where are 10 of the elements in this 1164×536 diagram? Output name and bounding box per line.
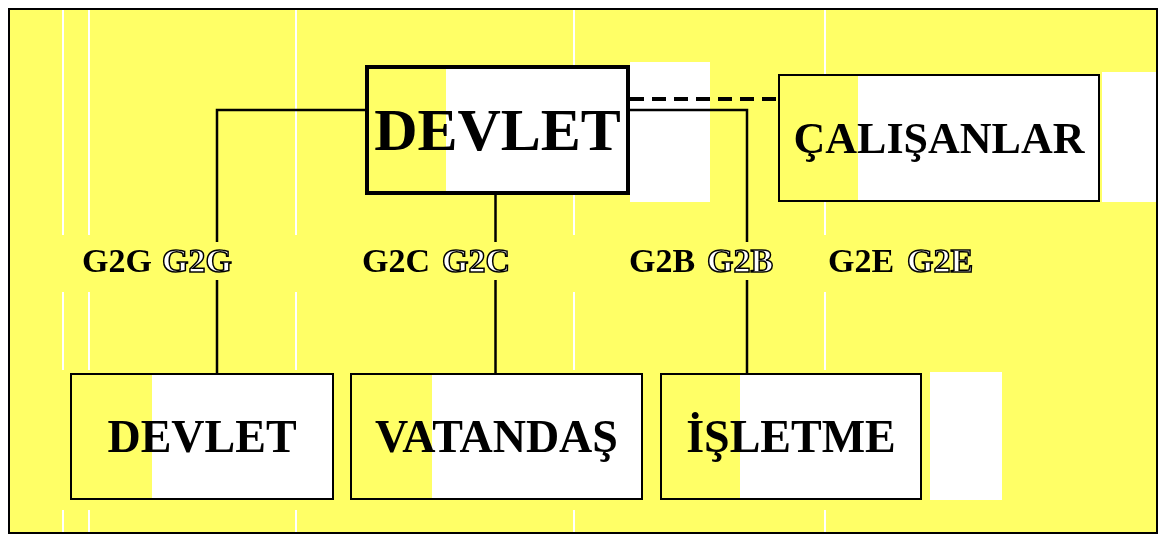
connector-line [630,108,749,373]
channel-label: G2B [629,242,696,280]
connector-line [215,108,365,373]
dashed-connector [630,97,778,101]
channel-label: G2E [828,242,895,280]
channel-label: G2G [162,242,232,280]
channel-label: G2C [442,242,510,280]
channel-label: G2B [707,242,774,280]
channel-label: G2C [362,242,430,280]
channel-label: G2G [82,242,152,280]
